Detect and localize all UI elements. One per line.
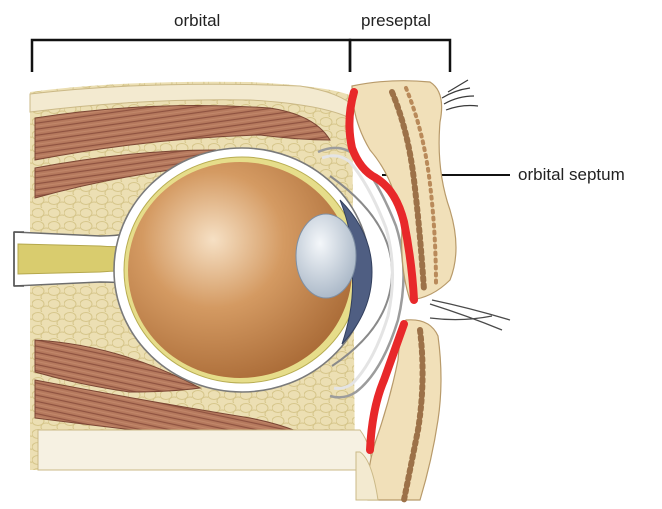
orbital-septum-label: orbital septum <box>518 165 625 184</box>
preseptal-label: preseptal <box>361 11 431 30</box>
lower-eyelashes <box>430 316 492 320</box>
upper-eyelashes <box>430 300 510 330</box>
eyebrow-hairs <box>442 80 478 110</box>
lens <box>296 214 356 298</box>
orbital-label: orbital <box>174 11 220 30</box>
orbital-floor <box>38 430 372 470</box>
orbital-region-bracket <box>32 40 350 72</box>
preseptal-region-bracket <box>350 40 450 72</box>
